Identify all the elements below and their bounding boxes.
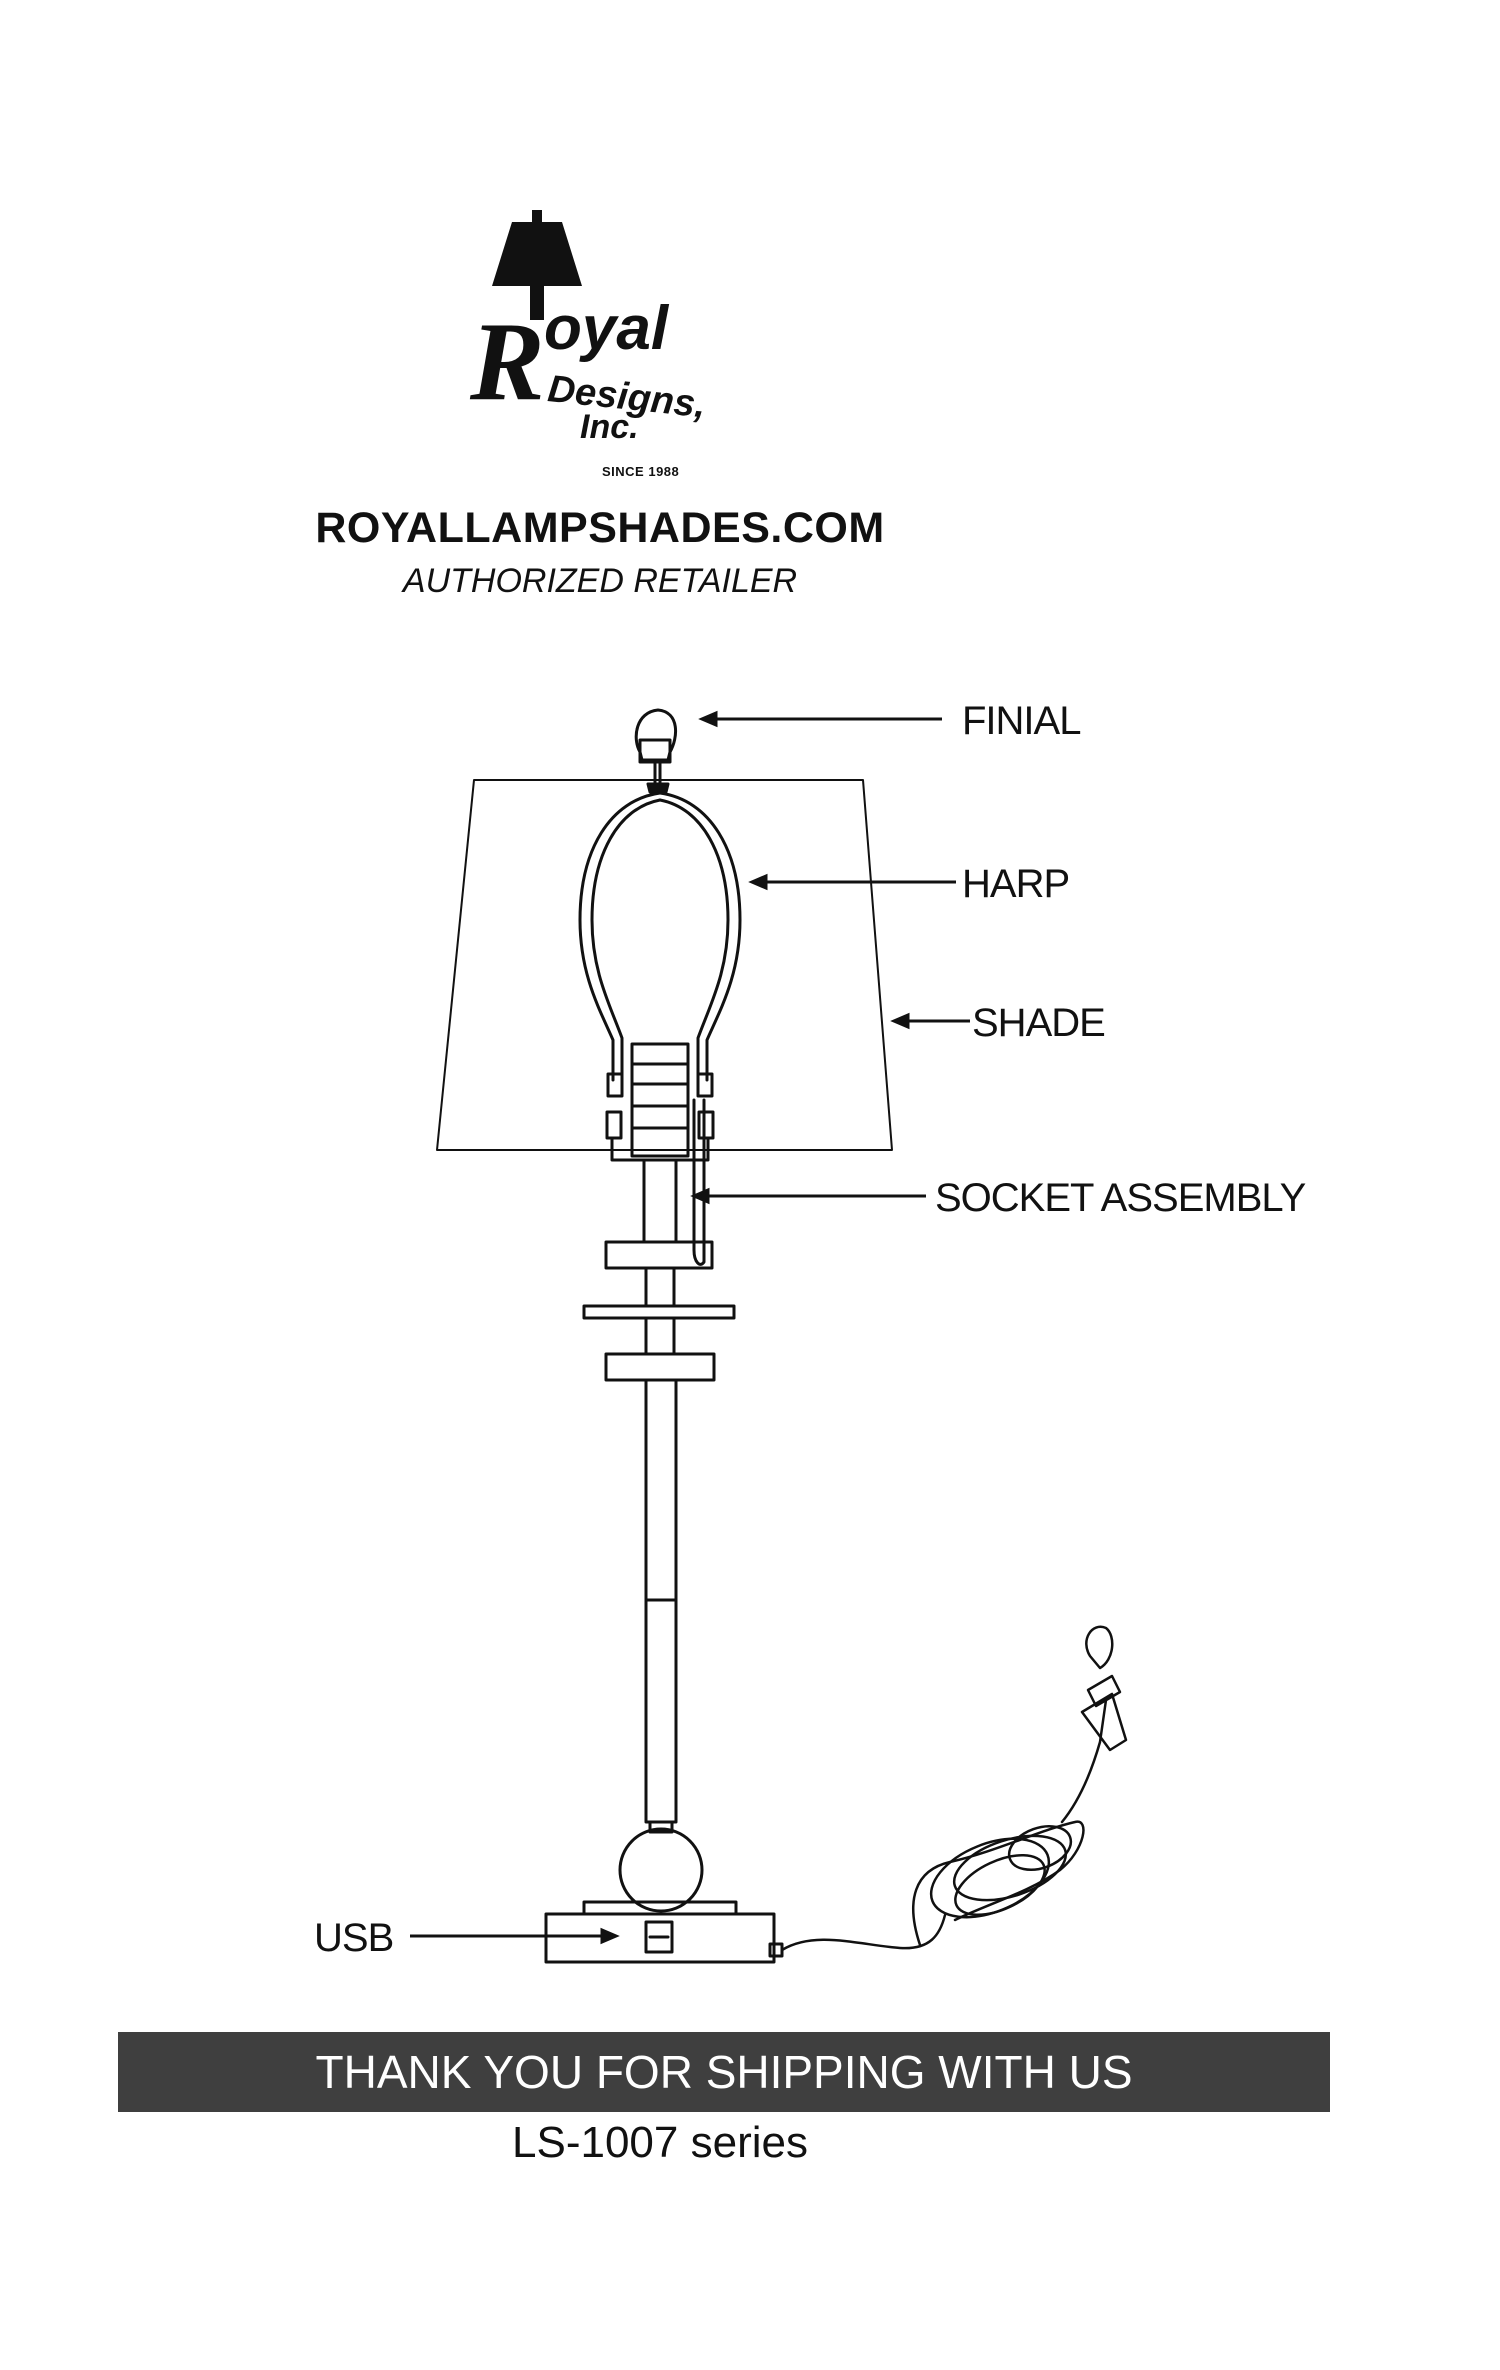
logo-initial: R: [470, 300, 545, 424]
lamp-diagram: FINIAL HARP SHADE SOCKET ASSEMBLY USB: [314, 699, 1307, 1964]
stem-part: [582, 1158, 736, 1834]
label-finial: FINIAL: [962, 699, 1080, 743]
base-part: [544, 1900, 784, 1964]
logo-since: SINCE 1988: [602, 464, 680, 479]
cord-part: [780, 1625, 1128, 1952]
shade-part: [436, 779, 893, 1151]
socket-part: [630, 1042, 706, 1266]
lamp-logo-icon: [492, 210, 582, 320]
retailer-tagline: AUTHORIZED RETAILER: [402, 562, 798, 600]
label-socket-assembly: SOCKET ASSEMBLY: [935, 1176, 1306, 1220]
label-shade: SHADE: [972, 1001, 1105, 1045]
series-label: LS-1007 series: [512, 2118, 808, 2167]
ball-part: [618, 1827, 704, 1913]
label-usb: USB: [314, 1916, 393, 1960]
finial-part: [634, 708, 678, 794]
thank-you-banner: THANK YOU FOR SHIPPING WITH US: [118, 2032, 1330, 2112]
brand-logo: R oyal Designs, Inc. SINCE 1988: [470, 210, 750, 490]
label-harp: HARP: [962, 862, 1069, 906]
logo-inc: Inc.: [580, 408, 639, 446]
logo-wordmark: oyal: [544, 294, 669, 363]
site-url: ROYALLAMPSHADES.COM: [315, 504, 885, 552]
thank-you-text: THANK YOU FOR SHIPPING WITH US: [315, 2046, 1133, 2098]
harp-part: [578, 791, 742, 1162]
